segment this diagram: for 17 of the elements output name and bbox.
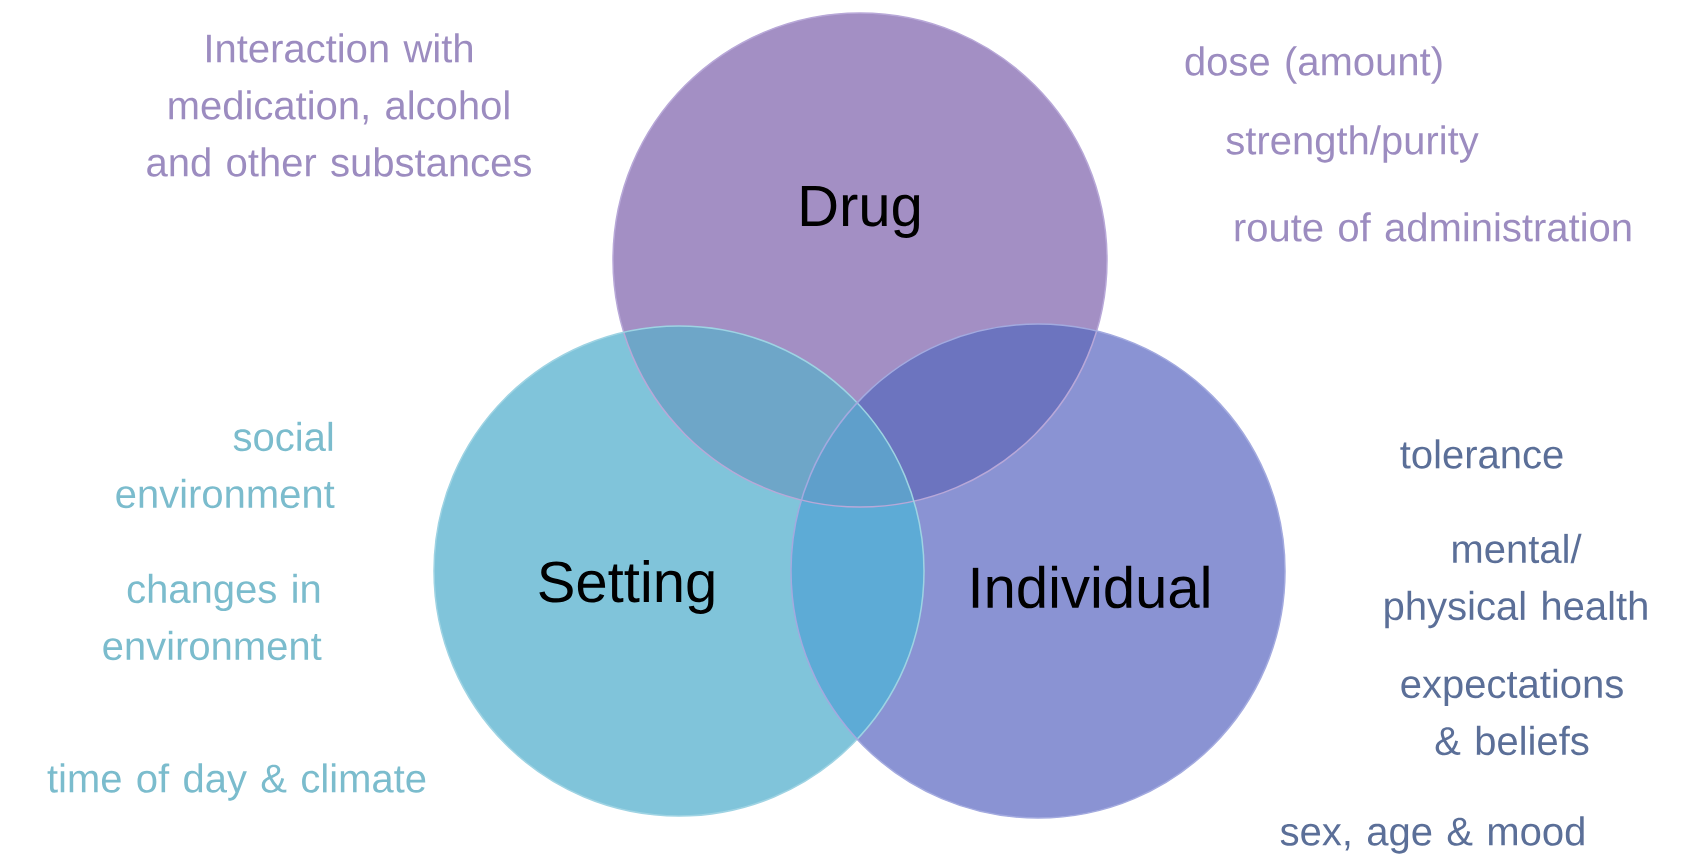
factor-text: Interaction with medication, alcohol and other substances	[147, 33, 531, 177]
factor-text: time of day & climate	[47, 763, 426, 801]
factor-text: route of administration	[1235, 212, 1631, 242]
venn-circle	[612, 12, 1108, 508]
venn-circle	[790, 323, 1286, 819]
factor-text: changes in environment	[103, 573, 322, 661]
circle-label: Individual	[972, 565, 1209, 609]
factor-text: mental/ physical health	[1385, 533, 1647, 629]
factor-text: dose (amount)	[1185, 46, 1442, 84]
factor-text: expectations & beliefs	[1401, 668, 1623, 756]
factor-text: sex, age & mood	[1280, 816, 1584, 854]
factor-text: tolerance	[1400, 439, 1563, 469]
factor-text: social environment	[116, 421, 335, 509]
circle-label: Drug	[801, 186, 920, 238]
factor-text: strength/purity	[1226, 125, 1479, 163]
circle-label: Setting	[539, 559, 714, 615]
venn-circle	[433, 325, 925, 817]
